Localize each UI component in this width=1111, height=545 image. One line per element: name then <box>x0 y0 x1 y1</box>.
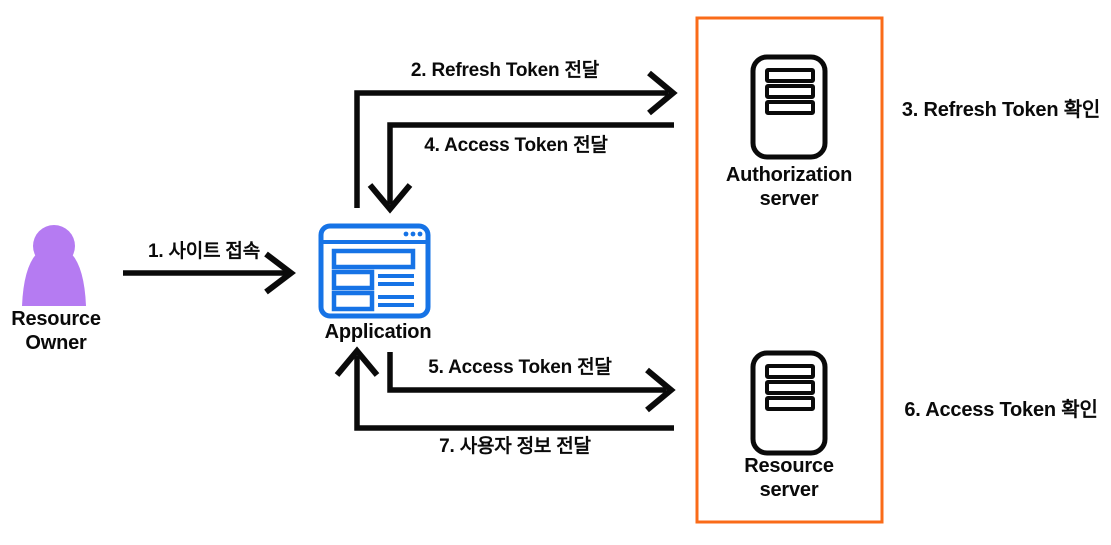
arrow-user-info-return <box>334 346 674 431</box>
flow-2-label: 2. Refresh Token 전달 <box>410 60 600 81</box>
person-icon <box>22 225 86 306</box>
flow-7-label: 7. 사용자 정보 전달 <box>439 436 591 457</box>
authorization-server-label: Authorization server <box>725 164 853 210</box>
resource-server-label: Resource server <box>744 455 834 501</box>
server-boundary-box <box>695 16 884 524</box>
server-icon <box>750 350 828 456</box>
arrow-site-access <box>123 251 296 295</box>
arrow-access-token-send <box>387 352 676 413</box>
resource-owner-label: Resource Owner <box>11 308 101 354</box>
flow-1-label: 1. 사이트 접속 <box>147 241 261 262</box>
flow-6-label: 6. Access Token 확인 <box>904 399 1098 421</box>
flow-3-label: 3. Refresh Token 확인 <box>901 99 1101 121</box>
arrow-refresh-token <box>354 70 678 208</box>
arrow-access-token-return <box>367 122 674 214</box>
application-label: Application <box>324 321 432 343</box>
server-icon <box>750 54 828 160</box>
browser-icon <box>318 223 431 319</box>
flow-5-label: 5. Access Token 전달 <box>428 357 612 378</box>
flow-4-label: 4. Access Token 전달 <box>424 135 608 156</box>
